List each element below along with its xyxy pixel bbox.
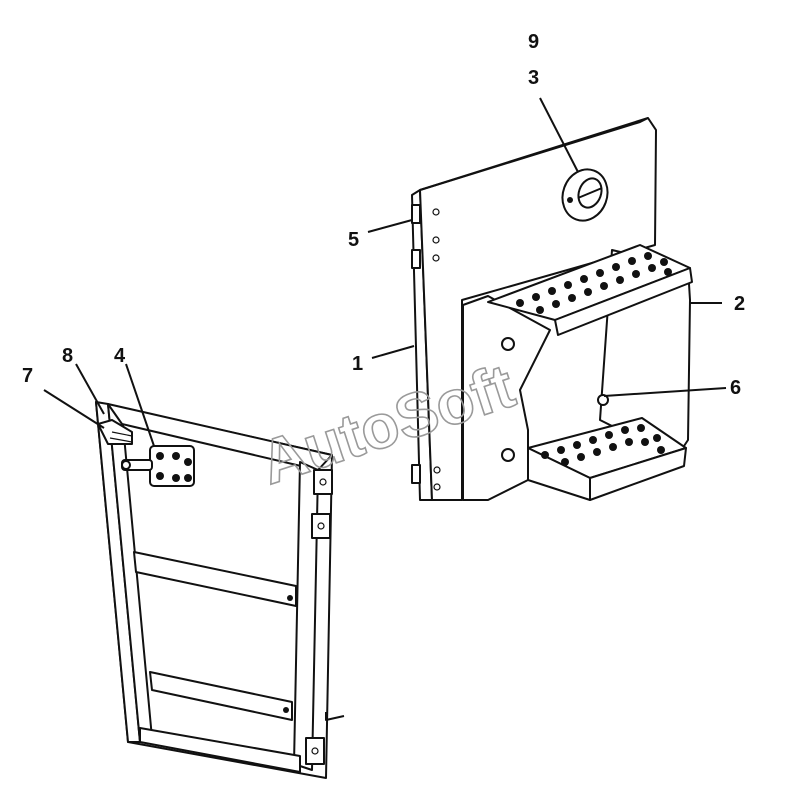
callout-2: 2 bbox=[734, 293, 745, 315]
door-cross-bar-lower bbox=[149, 671, 293, 721]
lower-tread-holes bbox=[541, 424, 665, 466]
callout-7: 7 bbox=[22, 365, 33, 387]
step-bolt-icon bbox=[501, 448, 515, 462]
callout-labels: 9 3 5 2 1 6 8 4 7 bbox=[22, 31, 745, 399]
step-bolt-icon bbox=[597, 394, 609, 406]
callout-3: 3 bbox=[528, 67, 539, 89]
callout-6: 6 bbox=[730, 377, 741, 399]
door-hinges bbox=[305, 469, 333, 765]
panel-hinges bbox=[411, 204, 441, 491]
upper-tread-holes bbox=[516, 252, 672, 314]
callout-4: 4 bbox=[114, 345, 126, 367]
panel-handle-icon bbox=[561, 168, 609, 222]
door-latch-icon bbox=[121, 445, 195, 487]
callout-9: 9 bbox=[528, 31, 539, 53]
step-assembly bbox=[462, 244, 693, 501]
callout-1: 1 bbox=[352, 353, 363, 375]
door-bottom-bracket bbox=[325, 712, 345, 721]
step-bolt-icon bbox=[501, 337, 515, 351]
callout-5: 5 bbox=[348, 229, 359, 251]
side-panel-assembly bbox=[411, 117, 693, 501]
door-cross-bar-upper bbox=[133, 551, 297, 607]
callout-8: 8 bbox=[62, 345, 73, 367]
panel-top-rim bbox=[419, 117, 649, 191]
leader-lines bbox=[43, 97, 727, 447]
door-bottom-rail bbox=[139, 727, 301, 773]
door-catch-icon bbox=[97, 419, 133, 445]
door-assembly bbox=[95, 401, 345, 779]
